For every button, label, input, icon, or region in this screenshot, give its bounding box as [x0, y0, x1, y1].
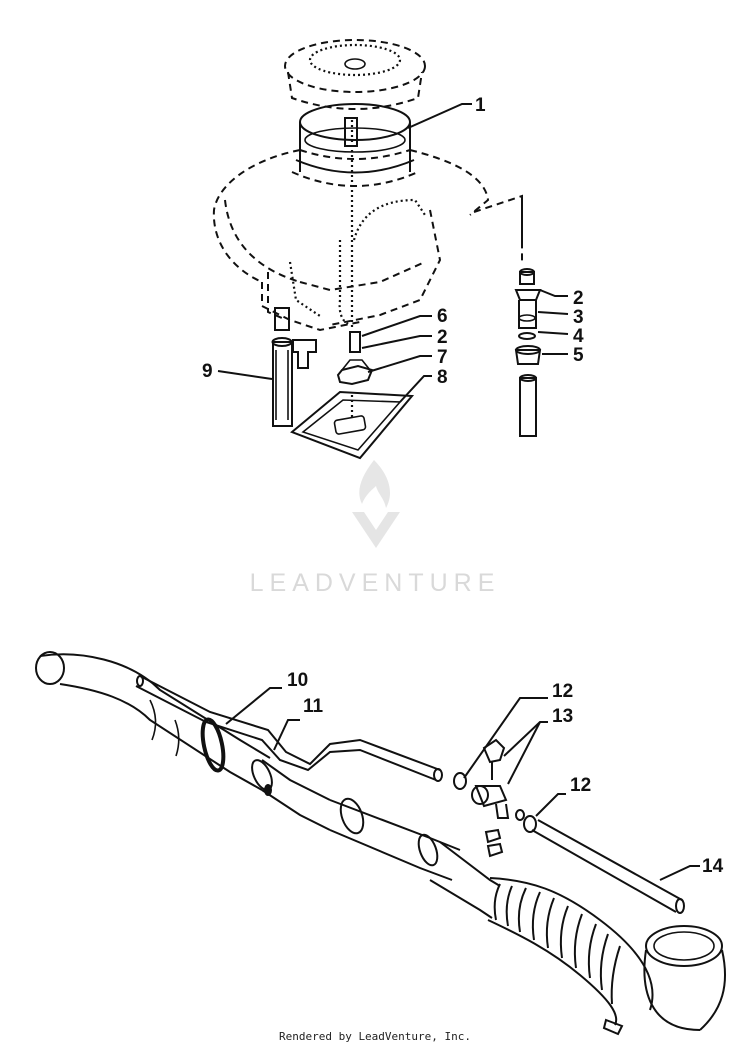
callout-2-valve: 2 [573, 288, 584, 309]
callout-11: 11 [303, 696, 324, 717]
bottom-leader-lines [225, 687, 700, 881]
callout-1: 1 [475, 95, 486, 116]
tube-part-14 [531, 819, 685, 914]
tank-neck [291, 103, 419, 187]
callout-12-upper: 12 [552, 681, 573, 702]
callout-4: 4 [573, 326, 584, 347]
callout-8: 8 [437, 367, 448, 388]
callout-labels: 1 2 3 4 5 6 2 7 8 9 10 11 12 13 12 14 [202, 95, 724, 877]
watermark-brand-text: LEADVENTURE [249, 569, 501, 597]
callout-7: 7 [437, 347, 448, 368]
callout-6: 6 [437, 306, 448, 327]
main-tube [35, 651, 501, 919]
top-leader-lines [217, 103, 569, 403]
tank-body [212, 117, 490, 332]
callout-12-lower: 12 [570, 775, 591, 796]
tank-lid [284, 39, 426, 110]
callout-3: 3 [573, 307, 584, 328]
callout-5: 5 [573, 345, 584, 366]
hose-part-9 [271, 337, 293, 427]
tank-assembly [212, 39, 569, 460]
exploded-axis-line [473, 194, 523, 262]
pad-part-8 [290, 390, 415, 460]
footer-credit: Rendered by LeadVenture, Inc. [278, 1030, 472, 1043]
callout-13: 13 [552, 706, 573, 727]
leadventure-logo [352, 460, 400, 548]
bellows [487, 877, 726, 1036]
tank-bottom-fittings [274, 307, 374, 386]
clamp-part-10 [200, 717, 226, 773]
callout-9: 9 [202, 361, 213, 382]
callout-14: 14 [702, 856, 724, 877]
callout-10: 10 [287, 670, 308, 691]
fittings-12-13 [453, 738, 537, 858]
valve-stack [514, 268, 542, 437]
wand-assembly [35, 651, 726, 1036]
tube-part-11 [135, 675, 443, 782]
callout-2-tank: 2 [437, 327, 448, 348]
